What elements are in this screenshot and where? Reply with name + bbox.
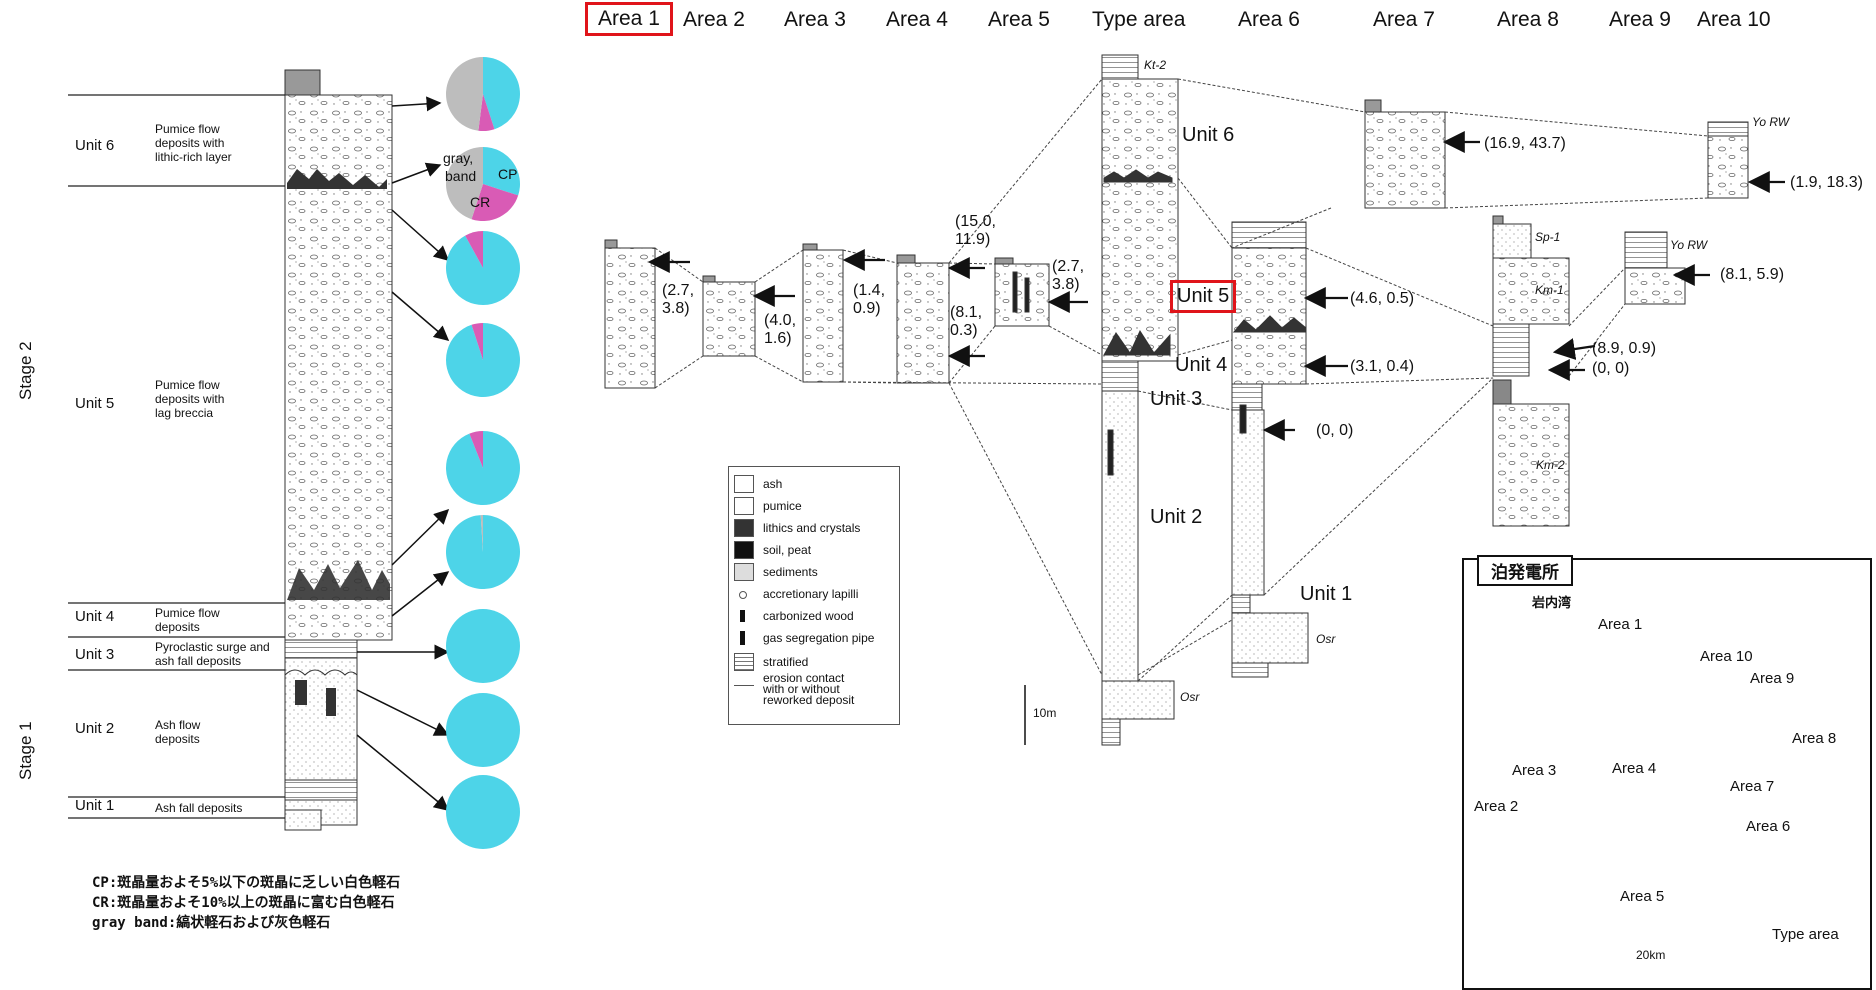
coord-area5: (2.7,3.8): [1052, 258, 1084, 294]
legend-lithics: lithics and crystals: [763, 521, 860, 535]
pie-1-gray-slice: [446, 57, 483, 131]
map-area1: Area 1: [1598, 616, 1642, 633]
unit6-big: Unit 6: [1182, 124, 1234, 147]
legend-sediments-swatch: [734, 563, 754, 581]
legend-erosion-swatch: [734, 685, 754, 686]
unit2-label: Unit 2: [75, 720, 114, 737]
map-area6: Area 6: [1746, 818, 1790, 835]
label-osr-type: Osr: [1180, 690, 1199, 704]
map-title: 泊発電所: [1477, 555, 1573, 586]
unit6-label: Unit 6: [75, 137, 114, 154]
map-area9: Area 9: [1750, 670, 1794, 687]
unit2-desc: Ash flow deposits: [155, 718, 200, 746]
legend-soil-swatch: [734, 541, 754, 559]
label-km1: Km-1: [1535, 283, 1564, 297]
label-km2: Km-2: [1536, 458, 1565, 472]
note-gray-band: gray band:縞状軽石および灰色軽石: [92, 912, 330, 932]
stage2-label: Stage 2: [16, 341, 36, 400]
legend-ash: ash: [763, 477, 782, 491]
pie-9-cp-slice: [446, 775, 520, 849]
unit5-big: Unit 5: [1170, 280, 1236, 313]
coord-area6-unit4: (3.1, 0.4): [1350, 358, 1414, 376]
map-area5: Area 5: [1620, 888, 1664, 905]
unit1-label: Unit 1: [75, 797, 114, 814]
map-bay-label: 岩内湾: [1532, 592, 1571, 611]
legend-lapilli-swatch: [739, 591, 747, 599]
label-yorw-9: Yo RW: [1670, 238, 1707, 252]
unit1-desc: Ash fall deposits: [155, 801, 242, 815]
coord-area4-upper: (15.0,11.9): [955, 213, 996, 249]
coord-area9: (8.1, 5.9): [1720, 266, 1784, 284]
legend: ash pumice lithics and crystals soil, pe…: [728, 466, 900, 725]
legend-lapilli: accretionary lapilli: [763, 587, 858, 601]
pie-label-cp: CP: [498, 166, 517, 182]
scale-label: 10m: [1033, 706, 1056, 720]
stage1-label: Stage 1: [16, 721, 36, 780]
legend-pipe: gas segregation pipe: [763, 631, 874, 645]
unit5-desc: Pumice flow deposits with lag breccia: [155, 378, 224, 420]
legend-pumice-swatch: [734, 497, 754, 515]
coord-area4: (8.1,0.3): [950, 304, 982, 340]
pie-label-band: band: [445, 168, 476, 184]
legend-ash-swatch: [734, 475, 754, 493]
map-area10: Area 10: [1700, 648, 1753, 665]
legend-stratified: stratified: [763, 655, 808, 669]
note-cr: CR:斑晶量およそ10%以上の斑晶に富む白色軽石: [92, 892, 395, 912]
map-area3: Area 3: [1512, 762, 1556, 779]
label-sp1: Sp-1: [1535, 230, 1560, 244]
label-yorw-10: Yo RW: [1752, 115, 1789, 129]
pie-label-cr: CR: [470, 194, 490, 210]
map-type-area: Type area: [1772, 926, 1839, 943]
map-area8: Area 8: [1792, 730, 1836, 747]
legend-erosion: erosion contact with or without reworked…: [763, 673, 854, 706]
unit3-label: Unit 3: [75, 646, 114, 663]
coord-area10: (1.9, 18.3): [1790, 174, 1863, 192]
unit3-big: Unit 3: [1150, 388, 1202, 411]
legend-soil: soil, peat: [763, 543, 811, 557]
coord-area6-unit5: (4.6, 0.5): [1350, 290, 1414, 308]
unit5-label: Unit 5: [75, 395, 114, 412]
legend-wood-swatch: [740, 610, 745, 622]
pie-8-cp-slice: [446, 693, 520, 767]
legend-wood: carbonized wood: [763, 609, 854, 623]
legend-lithics-swatch: [734, 519, 754, 537]
map-area7: Area 7: [1730, 778, 1774, 795]
map-area2: Area 2: [1474, 798, 1518, 815]
unit3-desc: Pyroclastic surge and ash fall deposits: [155, 640, 270, 668]
coord-area2: (4.0,1.6): [764, 312, 796, 348]
map-scale-label: 20km: [1636, 948, 1665, 962]
pie-label-gray: gray,: [443, 150, 473, 166]
composite-column: [285, 70, 392, 830]
pie-7-cp-slice: [446, 609, 520, 683]
unit4-big: Unit 4: [1175, 354, 1227, 377]
label-kt2: Kt-2: [1144, 58, 1166, 72]
coord-area8-upper: (8.9, 0.9): [1592, 340, 1656, 358]
note-cp: CP:斑晶量およそ5%以下の斑晶に乏しい白色軽石: [92, 872, 400, 892]
unit1-big: Unit 1: [1300, 583, 1352, 606]
unit2-big: Unit 2: [1150, 506, 1202, 529]
unit4-label: Unit 4: [75, 608, 114, 625]
unit4-desc: Pumice flow deposits: [155, 606, 220, 634]
coord-area3: (1.4,0.9): [853, 282, 885, 318]
map-area4: Area 4: [1612, 760, 1656, 777]
coord-area6-unit2: (0, 0): [1316, 422, 1353, 440]
coord-area7: (16.9, 43.7): [1484, 135, 1566, 153]
legend-stratified-swatch: [734, 653, 754, 671]
coord-area1: (2.7,3.8): [662, 282, 694, 318]
unit6-desc: Pumice flow deposits with lithic-rich la…: [155, 122, 232, 164]
unit-dividers: [68, 95, 285, 818]
label-osr-6: Osr: [1316, 632, 1335, 646]
legend-pumice: pumice: [763, 499, 802, 513]
legend-sediments: sediments: [763, 565, 818, 579]
legend-pipe-swatch: [740, 631, 745, 645]
coord-area8-lower: (0, 0): [1592, 360, 1629, 378]
